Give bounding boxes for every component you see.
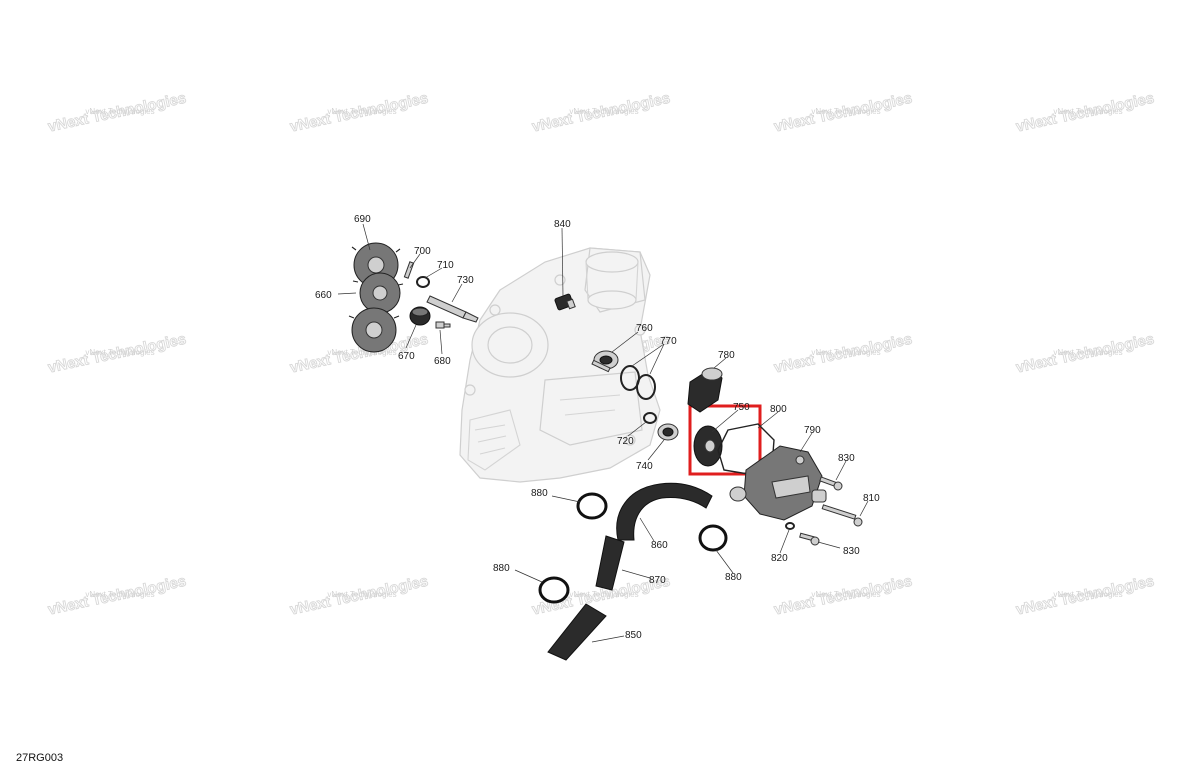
callout-700[interactable]: 700 — [414, 246, 431, 257]
callout-780[interactable]: 780 — [718, 350, 735, 361]
diagram-reference-code: 27RG003 — [16, 752, 64, 764]
callout-870[interactable]: 870 — [649, 575, 666, 586]
svg-text:vNext Technologies: vNext Technologies — [569, 590, 638, 599]
bushing-part[interactable] — [409, 306, 431, 326]
callout-830-upper[interactable]: 830 — [838, 453, 855, 464]
svg-text:vNext Technologies: vNext Technologies — [327, 590, 396, 599]
callout-880-upper-left[interactable]: 880 — [531, 488, 548, 499]
hose-upper-part[interactable] — [616, 482, 713, 541]
callout-660[interactable]: 660 — [315, 290, 332, 301]
callout-680[interactable]: 680 — [434, 356, 451, 367]
gear-stack-part[interactable] — [348, 242, 404, 353]
svg-text:vNext Technologies: vNext Technologies — [811, 107, 880, 116]
callout-880-right[interactable]: 880 — [725, 572, 742, 583]
svg-text:vNext Technologies: vNext Technologies — [85, 348, 154, 357]
clamp-lower-left-part[interactable] — [538, 576, 570, 604]
svg-text:vNext Technologies: vNext Technologies — [1053, 107, 1122, 116]
elbow-outlet-part[interactable] — [687, 367, 723, 413]
callout-740[interactable]: 740 — [636, 461, 653, 472]
leader-lines — [337, 223, 869, 643]
callout-800[interactable]: 800 — [770, 404, 787, 415]
svg-text:vNext Technologies: vNext Technologies — [327, 348, 396, 357]
callout-710[interactable]: 710 — [437, 260, 454, 271]
svg-text:vNext Technologies: vNext Technologies — [85, 590, 154, 599]
svg-text:vNext Technologies: vNext Technologies — [327, 107, 396, 116]
highlight-box — [688, 404, 762, 476]
screw-upper-part[interactable] — [819, 476, 843, 491]
callout-860[interactable]: 860 — [651, 540, 668, 551]
clamp-upper-left-part[interactable] — [576, 492, 608, 520]
callout-790[interactable]: 790 — [804, 425, 821, 436]
callout-840[interactable]: 840 — [554, 219, 571, 230]
svg-text:vNext Technologies: vNext Technologies — [811, 348, 880, 357]
callout-670[interactable]: 670 — [398, 351, 415, 362]
parts — [348, 242, 863, 661]
spacer-part[interactable] — [811, 489, 827, 503]
screw-part[interactable] — [435, 321, 451, 329]
pin-part[interactable] — [403, 261, 415, 279]
svg-text:vNext Technologies: vNext Technologies — [85, 107, 154, 116]
clamp-right-part[interactable] — [698, 524, 728, 552]
washer-part[interactable] — [416, 276, 430, 288]
callout-880-lower-left[interactable]: 880 — [493, 563, 510, 574]
callout-720[interactable]: 720 — [617, 436, 634, 447]
o-ring-pair-part[interactable] — [620, 365, 656, 400]
svg-text:vNext Technologies: vNext Technologies — [811, 590, 880, 599]
svg-text:vNext Technologies: vNext Technologies — [1053, 348, 1122, 357]
small-washer-part[interactable] — [785, 522, 795, 530]
callout-730[interactable]: 730 — [457, 275, 474, 286]
callout-labels: 690 660 700 710 730 670 680 840 760 770 … — [315, 214, 880, 641]
callout-760[interactable]: 760 — [636, 323, 653, 334]
engine-cover-ghost — [459, 247, 661, 483]
callout-810[interactable]: 810 — [863, 493, 880, 504]
screw-lower-part[interactable] — [799, 532, 820, 546]
callout-820[interactable]: 820 — [771, 553, 788, 564]
long-bolt-part[interactable] — [821, 504, 863, 527]
impeller-part[interactable] — [693, 425, 723, 467]
callout-830-lower[interactable]: 830 — [843, 546, 860, 557]
callout-770[interactable]: 770 — [660, 336, 677, 347]
plug-part[interactable] — [554, 293, 576, 311]
seal-part[interactable] — [657, 423, 679, 441]
callout-750[interactable]: 750 — [733, 402, 750, 413]
callout-850[interactable]: 850 — [625, 630, 642, 641]
shaft-part[interactable] — [426, 295, 479, 323]
hose-lower-part[interactable] — [547, 603, 607, 661]
svg-text:vNext Technologies: vNext Technologies — [569, 107, 638, 116]
small-seal-part[interactable] — [643, 412, 657, 424]
hose-middle-part[interactable] — [595, 535, 625, 591]
pump-housing-part[interactable] — [729, 445, 823, 521]
bearing-part[interactable] — [591, 350, 619, 373]
callout-690[interactable]: 690 — [354, 214, 371, 225]
svg-text:vNext Technologies: vNext Technologies — [1053, 590, 1122, 599]
